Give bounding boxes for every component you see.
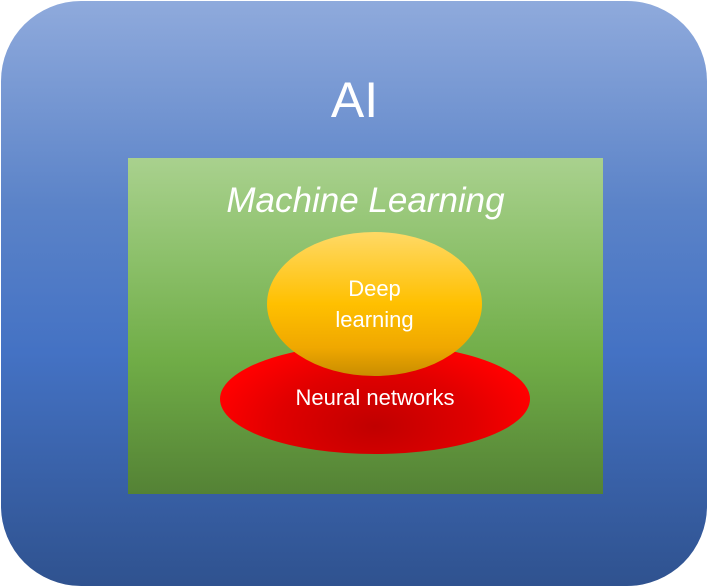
neural-networks-label: Neural networks [295, 385, 455, 410]
deep-learning-label-line1: Deep [348, 276, 401, 301]
ai-label: AI [330, 72, 379, 128]
deep-learning-label-line2: learning [335, 307, 414, 332]
machine-learning-label: Machine Learning [226, 181, 505, 220]
deep-learning-region [267, 232, 482, 376]
deep-learning-label: Deep learning [267, 273, 482, 335]
